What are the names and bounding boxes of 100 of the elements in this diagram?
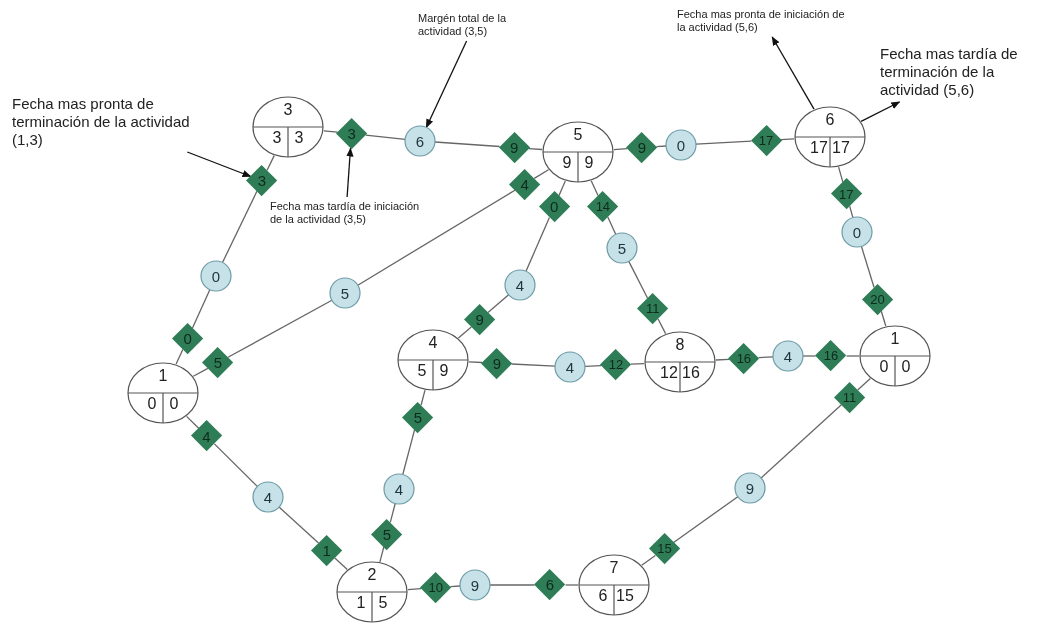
- latest-time: 5: [377, 594, 389, 612]
- earliest-time: 0: [878, 358, 890, 376]
- event-circle: [644, 331, 716, 393]
- connector-line: [780, 138, 795, 141]
- connector-line: [630, 362, 645, 365]
- event-number: 1: [157, 367, 169, 385]
- connector-line: [323, 130, 339, 133]
- latest-time: 3: [293, 129, 305, 147]
- connector-line: [845, 355, 860, 357]
- event-circle: [397, 329, 469, 391]
- event-circle: [794, 106, 866, 168]
- time-diamond: 9: [497, 130, 531, 165]
- connector-line: [584, 364, 602, 367]
- connector-line: [402, 429, 416, 476]
- latest-time: 9: [583, 154, 595, 172]
- time-diamond: 0: [171, 322, 205, 356]
- connector-line: [558, 180, 566, 197]
- connector-line: [760, 404, 843, 479]
- time-diamond: 15: [647, 532, 682, 566]
- connector-line: [487, 294, 510, 314]
- connector-line: [213, 443, 258, 488]
- time-diamond: 17: [749, 123, 783, 157]
- annotation-text: Margén total de la actividad (3,5): [418, 12, 530, 39]
- event-circle: [127, 362, 199, 424]
- time-diamond: 5: [201, 346, 235, 380]
- connector-line: [657, 318, 667, 335]
- time-diamond: 16: [814, 339, 848, 373]
- connector-line: [191, 289, 211, 329]
- event-number: 1: [889, 330, 901, 348]
- event-number: 2: [366, 566, 378, 584]
- annotation-text: Fecha mas tardía de iniciación de la actividad (3,5): [270, 200, 422, 227]
- leader-line: [771, 36, 815, 110]
- connector-line: [849, 205, 854, 219]
- event-circle: [252, 96, 324, 158]
- slack-circle: 4: [504, 269, 536, 301]
- leader-line: [186, 151, 252, 178]
- time-diamond: 11: [636, 292, 670, 326]
- earliest-time: 5: [416, 362, 428, 380]
- slack-circle: 0: [841, 216, 873, 248]
- time-diamond: 10: [419, 571, 453, 605]
- connector-line: [564, 584, 579, 586]
- time-diamond: 6: [533, 568, 567, 602]
- time-diamond: 3: [334, 117, 369, 151]
- connector-line: [379, 546, 385, 563]
- time-diamond: 17: [829, 177, 863, 211]
- connector-line: [860, 245, 875, 288]
- event-number: 7: [608, 559, 620, 577]
- time-diamond: 11: [832, 380, 867, 414]
- connector-line: [533, 169, 550, 180]
- time-diamond: 9: [463, 303, 497, 337]
- time-diamond: 5: [401, 400, 435, 434]
- earliest-time: 17: [809, 139, 829, 157]
- slack-circle: 6: [404, 125, 436, 157]
- time-diamond: 9: [480, 346, 514, 380]
- slack-circle: 5: [606, 232, 638, 264]
- event-number: 8: [674, 336, 686, 354]
- connector-line: [185, 415, 200, 429]
- connector-line: [457, 326, 472, 339]
- time-diamond: 4: [508, 167, 542, 201]
- connector-line: [407, 588, 422, 591]
- connector-line: [528, 147, 543, 151]
- event-number: 5: [572, 126, 584, 144]
- connector-line: [525, 216, 551, 272]
- connector-line: [837, 166, 844, 183]
- slack-circle: 9: [734, 472, 766, 504]
- event-number: 3: [282, 101, 294, 119]
- earliest-time: 6: [597, 587, 609, 605]
- connector-line: [857, 377, 871, 391]
- event-circle: [859, 325, 931, 387]
- slack-circle: 0: [200, 260, 232, 292]
- time-diamond: 3: [245, 164, 279, 198]
- connector-line: [613, 148, 628, 151]
- leader-line: [860, 101, 901, 122]
- connector-line: [468, 361, 483, 364]
- connector-line: [641, 554, 657, 566]
- connector-line: [266, 154, 275, 171]
- time-diamond: 12: [599, 348, 633, 382]
- latest-time: 9: [438, 362, 450, 380]
- leader-line: [346, 147, 354, 198]
- connector-line: [175, 348, 184, 365]
- connector-line: [278, 506, 320, 544]
- connector-line: [628, 260, 649, 299]
- connector-line: [880, 310, 887, 327]
- latest-time: 17: [831, 139, 851, 157]
- latest-time: 16: [681, 364, 701, 382]
- event-number: 6: [824, 111, 836, 129]
- time-diamond: 9: [625, 131, 659, 165]
- connector-line: [672, 496, 739, 544]
- latest-time: 0: [168, 395, 180, 413]
- earliest-time: 0: [146, 395, 158, 413]
- connector-line: [334, 557, 348, 571]
- connector-line: [227, 299, 333, 358]
- event-number: 4: [427, 334, 439, 352]
- connector-line: [590, 180, 599, 197]
- connector-line: [389, 502, 396, 523]
- leader-line: [425, 40, 468, 129]
- connector-line: [758, 356, 774, 359]
- time-diamond: 14: [586, 189, 620, 223]
- slack-circle: 4: [252, 481, 284, 513]
- latest-time: 0: [900, 358, 912, 376]
